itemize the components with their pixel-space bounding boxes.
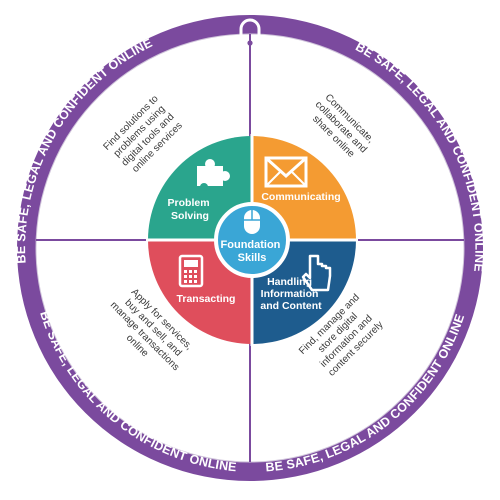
envelope-icon	[264, 156, 308, 188]
center-circle	[214, 202, 290, 278]
center-label: Foundation Skills	[221, 239, 284, 264]
calculator-icon	[178, 254, 204, 288]
label-problem-solving: Problem Solving	[168, 197, 213, 222]
label-transacting: Transacting	[177, 293, 236, 305]
label-communicating: Communicating	[261, 191, 340, 203]
mouse-icon	[244, 210, 260, 234]
puzzle-icon	[197, 159, 230, 191]
pointing-hand-icon	[301, 254, 332, 292]
label-handling: Handling Information and Content	[260, 276, 322, 312]
